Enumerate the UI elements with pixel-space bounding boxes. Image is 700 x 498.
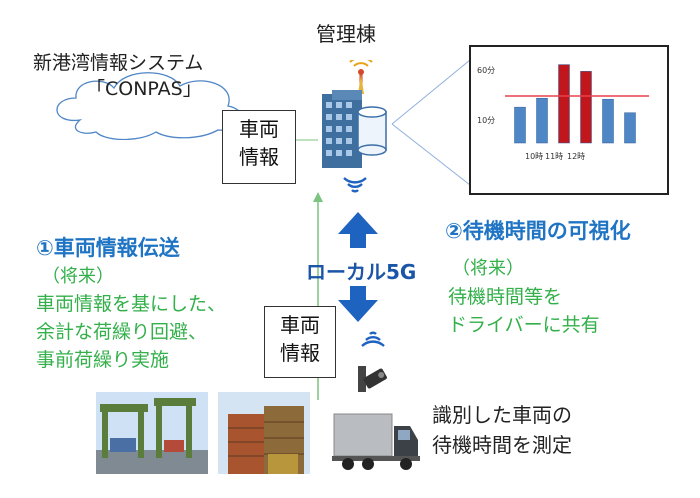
truck-icon (332, 413, 420, 470)
crane-photo (96, 392, 208, 474)
local5g-label: ローカル5G (306, 260, 417, 284)
up-arrow-icon (338, 212, 378, 248)
vehicle-info-line2: 情報 (239, 145, 279, 169)
section2-line: ドライバーに共有 (448, 314, 600, 336)
wifi-icon (343, 177, 367, 193)
chart-bar (558, 64, 570, 144)
section1-lines: 車両情報を基にした、 余計な荷繰り回避、 事前荷繰り実施 (36, 290, 226, 374)
chart-bar (514, 106, 526, 144)
antenna-icon (349, 60, 373, 94)
vehicle-info-box-top: 車両 情報 (222, 110, 296, 184)
section1-future: （将来） (42, 266, 114, 287)
section1-title: ①車両情報伝送 (36, 236, 180, 260)
down-arrow-icon (338, 286, 378, 322)
section2-future: （将来） (452, 258, 524, 279)
container-photo (218, 392, 310, 474)
vehicle-info-line1: 車両 (280, 313, 320, 337)
vehicle-info-line1: 車両 (239, 117, 279, 141)
cloud-system-name: 新港湾情報システム (33, 52, 204, 74)
cloud-system-code: 「CONPAS」 (86, 78, 202, 100)
x-tick-label: 11時 (545, 152, 563, 161)
chart-bar (602, 99, 614, 144)
measure-caption-line1: 識別した車両の (432, 403, 572, 427)
section2-lines: 待機時間等を ドライバーに共有 (448, 283, 600, 339)
vehicle-info-box-bottom: 車両 情報 (264, 306, 336, 378)
section1-line: 事前荷繰り実施 (36, 349, 170, 371)
vehicle-info-line2: 情報 (280, 341, 320, 365)
chart-bar (536, 97, 548, 144)
building-icon (322, 60, 387, 168)
x-tick-label: 12時 (567, 152, 585, 161)
section2-title: ②待機時間の可視化 (445, 219, 631, 243)
cloud-system: 新港湾情報システム 「CONPAS」 (10, 40, 275, 140)
camera-icon (358, 366, 387, 392)
measure-caption: 識別した車両の 待機時間を測定 (432, 400, 572, 460)
chart-bar (624, 112, 636, 144)
y-tick-label: 60分 (477, 66, 495, 75)
measure-caption-line2: 待機時間を測定 (432, 433, 572, 457)
wifi-icon (361, 331, 385, 347)
chart-bar (580, 71, 592, 144)
admin-building-label: 管理棟 (316, 22, 376, 46)
section1-line: 車両情報を基にした、 (36, 293, 227, 315)
cloud-icon (56, 72, 243, 140)
x-tick-label: 10時 (525, 152, 543, 161)
y-tick-label: 10分 (477, 116, 495, 125)
section2-line: 待機時間等を (448, 286, 563, 308)
section1-line: 余計な荷繰り回避、 (36, 321, 208, 343)
